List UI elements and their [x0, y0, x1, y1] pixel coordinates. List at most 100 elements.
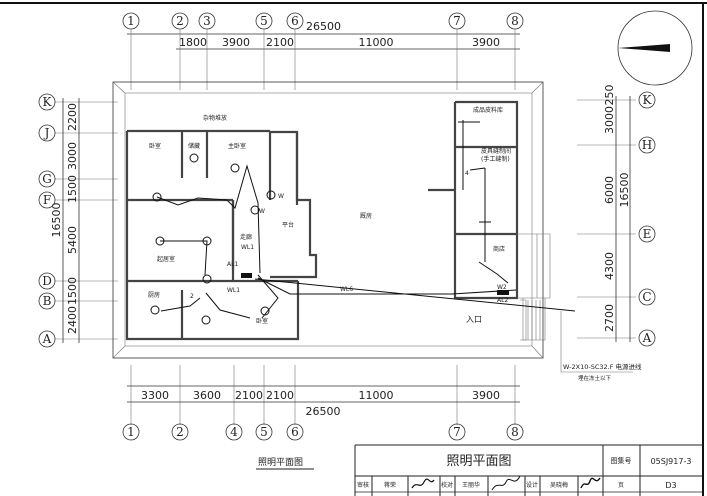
- svg-text:3900: 3900: [472, 36, 500, 49]
- bottom-dimensions: 3300 3600 2100 2100 11000 3900 26500: [127, 365, 520, 425]
- svg-text:11000: 11000: [359, 36, 394, 49]
- svg-text:2400: 2400: [66, 306, 79, 334]
- svg-text:5: 5: [260, 14, 268, 28]
- svg-text:主卧室: 主卧室: [228, 142, 246, 150]
- room-labels: 杂物堆放 卧室 储藏 主卧室 起居室 走廊 平台 厨房 卧室 厩房 成品皮料库 …: [148, 106, 511, 325]
- bottom-axis-bubbles: 1 2 4 5 6 7 8: [122, 423, 524, 441]
- svg-text:E: E: [643, 227, 652, 241]
- svg-text:J: J: [43, 126, 50, 140]
- svg-text:储藏: 储藏: [188, 142, 200, 150]
- svg-text:7: 7: [453, 425, 461, 439]
- svg-text:11000: 11000: [359, 389, 394, 402]
- svg-text:16500: 16500: [50, 203, 63, 238]
- title-block: 照明平面图 图集号 05SJ917-3 审核 蒋荣 校对 王丽华 设计 吴晓梅 …: [354, 444, 703, 496]
- svg-text:2: 2: [190, 293, 194, 300]
- drawing-caption: 照明平面图: [256, 457, 314, 470]
- svg-text:W-2X10-SC32.F 电源进线: W-2X10-SC32.F 电源进线: [563, 362, 642, 371]
- top-dimensions: 26500 1800 3900 2100 11000 3900: [127, 20, 520, 90]
- right-axis-bubbles: K H E C A: [638, 91, 656, 347]
- axis-bubble: E: [638, 225, 656, 243]
- svg-text:A: A: [642, 331, 652, 345]
- svg-text:走廊: 走廊: [240, 233, 252, 241]
- axis-bubble: D: [38, 272, 56, 290]
- svg-text:WL6: WL6: [340, 286, 353, 293]
- svg-text:B: B: [43, 294, 52, 308]
- axis-bubble: F: [38, 191, 56, 209]
- svg-text:K: K: [43, 95, 53, 109]
- building-outline: [112, 81, 544, 359]
- right-dimensions: 250 3000 6000 4300 2700 16500: [577, 85, 636, 342]
- axis-bubble: 8: [506, 423, 524, 441]
- svg-text:1800: 1800: [179, 36, 207, 49]
- svg-text:D: D: [42, 274, 52, 288]
- svg-text:26500: 26500: [306, 405, 341, 418]
- designer-signature: [580, 477, 601, 489]
- svg-text:K: K: [643, 93, 653, 107]
- svg-text:D3: D3: [665, 481, 676, 490]
- svg-text:埋在冻土以下: 埋在冻土以下: [578, 374, 612, 382]
- svg-text:WL1: WL1: [227, 287, 240, 294]
- axis-bubble: G: [38, 170, 56, 188]
- svg-text:7: 7: [453, 14, 461, 28]
- svg-text:F: F: [43, 193, 51, 207]
- svg-text:(手工缝制): (手工缝制): [481, 155, 510, 163]
- svg-text:4300: 4300: [603, 252, 616, 280]
- svg-text:AL2: AL2: [497, 297, 508, 304]
- svg-text:校对: 校对: [441, 481, 453, 489]
- svg-text:卧室: 卧室: [256, 317, 268, 325]
- axis-bubble: K: [638, 91, 656, 109]
- svg-text:W: W: [278, 193, 284, 200]
- svg-text:3900: 3900: [222, 36, 250, 49]
- svg-text:8: 8: [511, 425, 519, 439]
- svg-text:起居室: 起居室: [157, 255, 175, 263]
- svg-text:8: 8: [511, 14, 519, 28]
- svg-text:2100: 2100: [235, 389, 263, 402]
- svg-text:2700: 2700: [603, 304, 616, 332]
- svg-text:1500: 1500: [66, 277, 79, 305]
- svg-text:3000: 3000: [603, 106, 616, 134]
- svg-text:厨房: 厨房: [148, 291, 160, 299]
- axis-bubble: 6: [286, 423, 304, 441]
- axis-bubble: K: [38, 93, 56, 111]
- svg-text:2200: 2200: [66, 103, 79, 131]
- svg-text:W2: W2: [497, 284, 507, 291]
- svg-text:页: 页: [618, 482, 624, 489]
- svg-text:1500: 1500: [66, 175, 79, 203]
- svg-text:审核: 审核: [357, 481, 369, 489]
- axis-bubble: 2: [171, 423, 189, 441]
- checker-signature: [491, 475, 521, 491]
- svg-text:5: 5: [260, 425, 268, 439]
- svg-text:2100: 2100: [266, 36, 294, 49]
- svg-text:皮具缝制间: 皮具缝制间: [481, 147, 511, 155]
- svg-text:5400: 5400: [66, 226, 79, 254]
- left-dimensions: 2200 3000 1500 5400 1500 2400 16500: [50, 98, 118, 343]
- svg-text:2: 2: [176, 425, 184, 439]
- svg-text:AL1: AL1: [227, 261, 238, 268]
- svg-text:图集号: 图集号: [611, 456, 632, 465]
- svg-text:平台: 平台: [282, 221, 294, 229]
- axis-bubble: A: [38, 330, 56, 348]
- svg-text:商店: 商店: [493, 245, 505, 253]
- svg-text:05SJ917-3: 05SJ917-3: [651, 457, 692, 466]
- svg-text:厩房: 厩房: [360, 212, 372, 220]
- svg-text:C: C: [642, 290, 651, 304]
- svg-text:2: 2: [176, 14, 184, 28]
- axis-bubble: H: [638, 136, 656, 154]
- axis-bubble: 7: [448, 423, 466, 441]
- axis-bubble: 1: [122, 423, 140, 441]
- svg-text:A: A: [42, 332, 52, 346]
- svg-text:1: 1: [127, 425, 135, 439]
- interior-walls: [125, 100, 551, 341]
- svg-text:G: G: [42, 172, 52, 186]
- svg-text:3000: 3000: [66, 142, 79, 170]
- top-axis-bubbles: 1 2 3 5 6 7 8: [122, 12, 524, 30]
- circuit-labels: WL1 AL1 WL1 WL6 W2 AL2 W W 2 4: [190, 170, 508, 304]
- svg-text:设计: 设计: [526, 481, 538, 489]
- svg-text:2100: 2100: [266, 389, 294, 402]
- svg-text:1: 1: [127, 14, 135, 28]
- svg-text:成品皮料库: 成品皮料库: [473, 106, 503, 114]
- svg-text:WL1: WL1: [241, 244, 254, 251]
- axis-bubble: J: [38, 124, 56, 142]
- svg-text:4: 4: [465, 170, 469, 177]
